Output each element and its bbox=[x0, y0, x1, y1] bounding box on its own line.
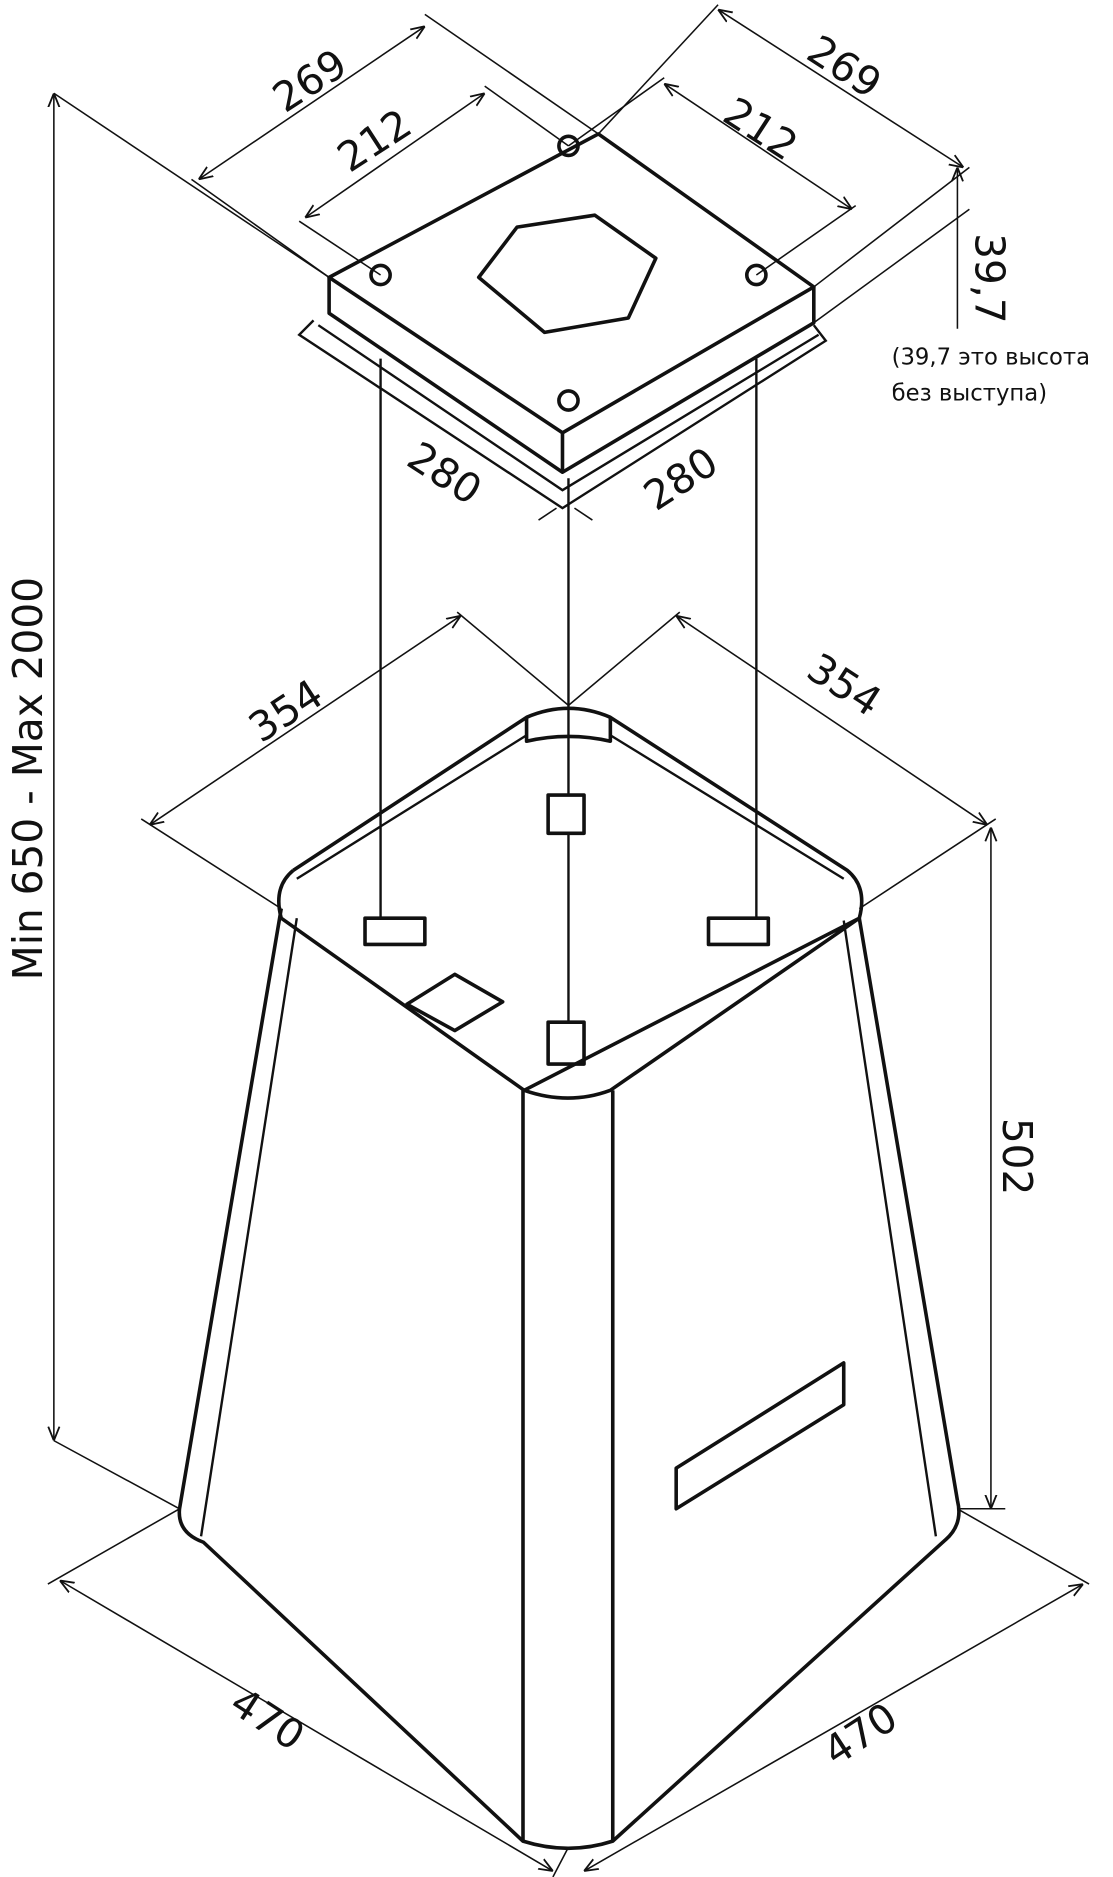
vent-slot bbox=[674, 1361, 846, 1511]
dim-hole-spacing-right: 212 bbox=[715, 88, 806, 170]
dimension-lines bbox=[48, 4, 1090, 1877]
dim-plate-height: 39,7 bbox=[965, 233, 1013, 323]
note-line-1: (39,7 это высота bbox=[892, 345, 1090, 371]
dim-flange-left: 280 bbox=[399, 432, 490, 514]
dim-flange-right: 280 bbox=[635, 438, 726, 520]
note-line-2: без выступа) bbox=[892, 381, 1048, 407]
mounting-hole bbox=[744, 263, 768, 287]
dim-hood-top-right: 354 bbox=[799, 644, 890, 726]
dim-total-height: Min 650 - Max 2000 bbox=[4, 577, 52, 980]
mounting-hole bbox=[369, 263, 392, 287]
mounting-plate bbox=[297, 132, 828, 510]
hexagon-vent-opening bbox=[476, 213, 658, 335]
dim-hood-height: 502 bbox=[993, 1118, 1041, 1196]
top-opening bbox=[405, 972, 505, 1033]
dim-plate-width-left: 269 bbox=[264, 39, 355, 121]
dim-hood-top-left: 354 bbox=[240, 670, 331, 752]
dim-plate-width-right: 269 bbox=[799, 26, 890, 108]
mounting-hole bbox=[557, 134, 580, 158]
mounting-hole bbox=[557, 389, 580, 412]
dim-hood-bottom-right: 470 bbox=[815, 1693, 906, 1775]
dim-hood-bottom-left: 470 bbox=[222, 1678, 313, 1760]
